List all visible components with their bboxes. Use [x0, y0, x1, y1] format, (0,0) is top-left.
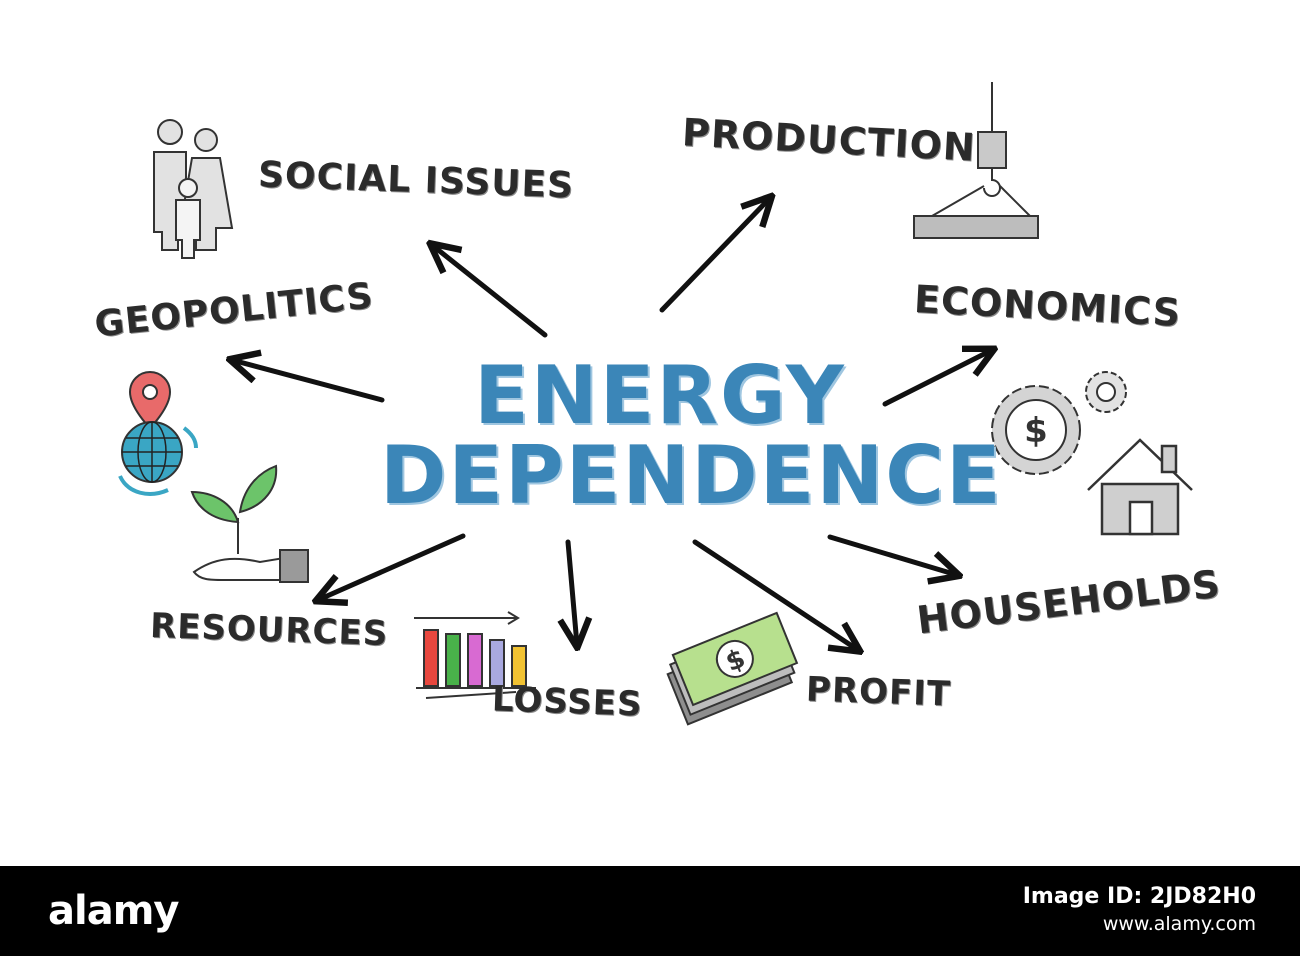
hand-plant-icon	[190, 464, 309, 583]
globe-pin-icon	[118, 370, 198, 496]
brand-logo: alamy	[48, 888, 179, 934]
diagram-title-line1: ENERGY	[474, 349, 846, 442]
svg-text:$: $	[1024, 411, 1048, 451]
diagram-title-line2: DEPENDENCE	[380, 429, 1003, 522]
gears-dollar-icon: $	[991, 371, 1127, 475]
arrow-losses	[568, 539, 577, 645]
arrow-production	[659, 198, 770, 313]
image-reference: Image ID: 2JD82H0 www.alamy.com	[1023, 884, 1256, 935]
arrow-social-issues	[432, 245, 548, 338]
footer-bar	[0, 866, 1300, 956]
arrow-resources	[318, 533, 466, 600]
image-id-text: Image ID: 2JD82H0	[1022, 884, 1256, 909]
money-stack-icon: $	[666, 611, 799, 726]
crane-hook-icon	[913, 82, 1039, 239]
bar-chart-icon	[414, 611, 536, 699]
arrow-households	[827, 534, 957, 575]
label-resources: RESOURCES	[149, 605, 389, 655]
family-icon	[153, 119, 234, 259]
arrow-profit	[692, 539, 858, 650]
arrow-geopolitics	[232, 360, 385, 403]
site-url-text: www.alamy.com	[1102, 913, 1256, 935]
arrow-economics	[882, 350, 992, 407]
house-icon	[1087, 438, 1193, 536]
label-profit: PROFIT	[805, 669, 952, 715]
diagram-graphics: $ $	[118, 82, 1193, 726]
label-losses: LOSSES	[491, 679, 644, 725]
